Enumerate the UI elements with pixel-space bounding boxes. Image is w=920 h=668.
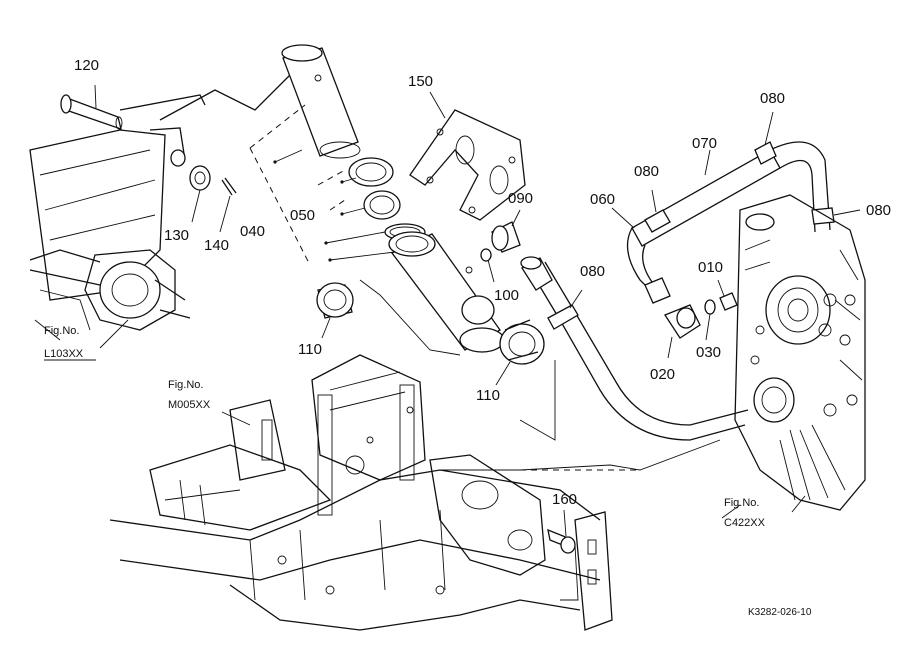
washer-130 bbox=[189, 165, 211, 223]
label-part-060: 060 bbox=[590, 191, 615, 208]
bushing-110-left bbox=[316, 282, 354, 339]
fig-ref-c422-line2: C422XX bbox=[724, 517, 766, 529]
oring-100 bbox=[480, 248, 495, 283]
chassis-frame bbox=[109, 354, 721, 631]
label-part-010: 010 bbox=[698, 259, 723, 276]
label-part-130: 130 bbox=[164, 227, 189, 244]
transmission-case bbox=[734, 194, 866, 513]
label-part-080-c: 080 bbox=[866, 202, 891, 219]
pin-120 bbox=[60, 84, 123, 131]
pipe-070 bbox=[631, 141, 831, 247]
label-part-030: 030 bbox=[696, 344, 721, 361]
fig-ref-m005-line2: M005XX bbox=[168, 399, 211, 411]
fig-ref-l103-line1: Fig.No. bbox=[44, 325, 79, 337]
fig-ref-m005-line1: Fig.No. bbox=[168, 379, 203, 391]
bolt-160 bbox=[547, 509, 576, 554]
clamp-080-a bbox=[644, 189, 671, 233]
left-lift-arm-assembly bbox=[29, 74, 291, 341]
clamp-080-b bbox=[754, 111, 777, 165]
plug-010 bbox=[717, 279, 738, 311]
drawing-code: K3282-026-10 bbox=[748, 607, 812, 618]
label-part-040: 040 bbox=[240, 223, 265, 240]
label-part-120: 120 bbox=[74, 57, 99, 74]
bushing-110-right bbox=[495, 319, 545, 386]
fitting-090 bbox=[491, 209, 521, 253]
label-part-110-left: 110 bbox=[298, 341, 322, 358]
label-part-070: 070 bbox=[692, 135, 717, 152]
label-part-160: 160 bbox=[552, 491, 577, 508]
label-part-020: 020 bbox=[650, 366, 675, 383]
clamp-080-c bbox=[811, 207, 861, 225]
elbow-020 bbox=[664, 304, 701, 359]
hose-060 bbox=[611, 207, 671, 304]
fig-ref-c422-line1: Fig.No. bbox=[724, 497, 759, 509]
fig-ref-l103-line2: L103XX bbox=[44, 348, 84, 360]
label-part-080-d: 080 bbox=[580, 263, 605, 280]
label-part-080-a: 080 bbox=[634, 163, 659, 180]
label-part-140: 140 bbox=[204, 237, 229, 254]
label-part-150: 150 bbox=[408, 73, 433, 90]
oring-030 bbox=[704, 299, 716, 341]
label-part-090: 090 bbox=[508, 190, 533, 207]
label-part-110-right: 110 bbox=[476, 387, 500, 404]
cotter-pin-140 bbox=[219, 177, 237, 233]
label-part-080-b: 080 bbox=[760, 90, 785, 107]
bracket-150 bbox=[409, 91, 526, 221]
cylinder-040 bbox=[249, 44, 505, 356]
hydraulic-pipe bbox=[520, 256, 749, 441]
label-part-050: 050 bbox=[290, 207, 315, 224]
fig-ref-leaders bbox=[99, 319, 741, 519]
label-part-100: 100 bbox=[494, 287, 519, 304]
